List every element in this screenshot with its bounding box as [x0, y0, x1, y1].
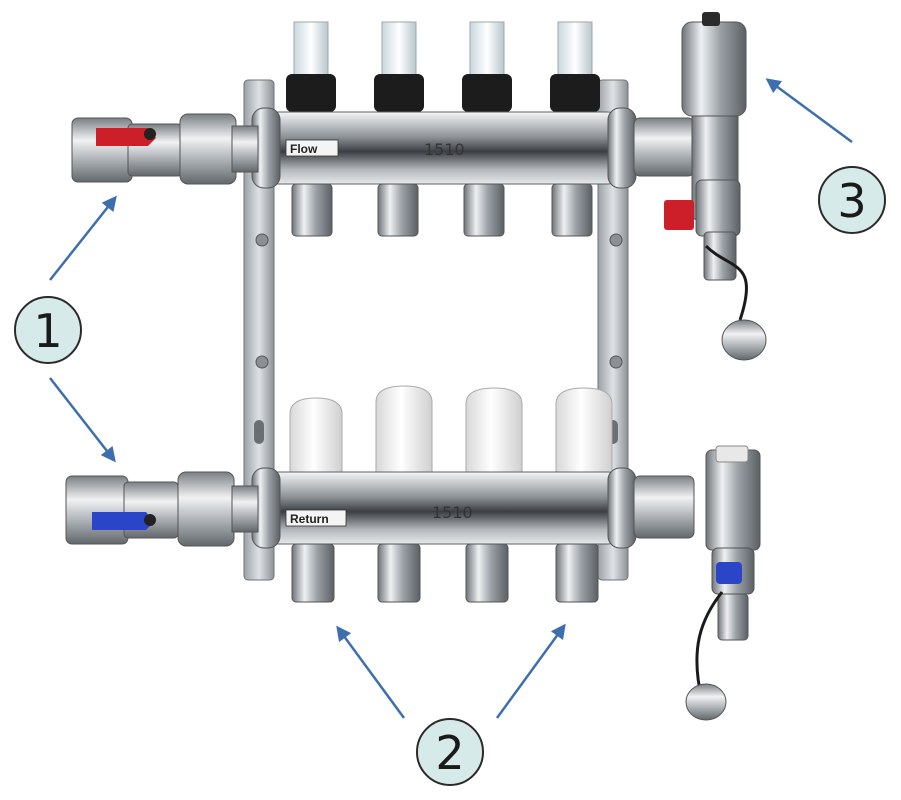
arrow-2-left	[336, 625, 406, 719]
drain-cap	[721, 319, 767, 361]
flow-label: Flow	[290, 142, 318, 156]
callout-2: 2	[416, 718, 484, 786]
return-manifold: Return 1510	[251, 385, 637, 603]
callout-arrows	[49, 78, 853, 719]
return-outlet	[555, 543, 599, 603]
flow-meter	[286, 21, 336, 112]
fill-drain-assembly	[633, 445, 761, 721]
callout-1: 1	[14, 296, 82, 364]
red-drain-handle-icon	[664, 200, 694, 230]
drain-cap	[685, 683, 727, 721]
model-number: 1510	[432, 503, 473, 522]
valve-cap	[555, 387, 613, 473]
arrow-1-bottom	[49, 377, 116, 463]
blue-valve-handle-icon	[92, 512, 154, 530]
flow-meter	[550, 21, 600, 112]
flow-outlet	[463, 183, 505, 237]
arrow-1-top	[49, 195, 117, 281]
model-number: 1510	[424, 140, 465, 159]
flow-meter	[374, 21, 424, 112]
return-ball-valve	[65, 471, 259, 547]
red-valve-handle-icon	[96, 128, 156, 146]
flow-outlet	[291, 183, 333, 237]
return-label: Return	[290, 512, 329, 526]
valve-cap	[289, 397, 343, 473]
valve-cap	[375, 385, 433, 473]
return-outlet	[465, 543, 509, 603]
air-vent	[681, 21, 747, 117]
callout-1-label: 1	[33, 304, 62, 358]
flow-meter	[462, 21, 512, 112]
blue-drain-handle-icon	[716, 562, 742, 584]
callout-3-label: 3	[837, 174, 866, 228]
flow-manifold: Flow 1510	[251, 21, 637, 237]
left-bracket	[243, 79, 275, 581]
flow-ball-valve	[71, 113, 259, 185]
return-outlet	[377, 543, 421, 603]
callout-2-label: 2	[435, 726, 464, 780]
arrow-2-right	[495, 623, 566, 719]
callout-3: 3	[818, 166, 886, 234]
air-vent-assembly	[633, 12, 767, 361]
arrow-3	[765, 78, 853, 144]
flow-outlet	[377, 183, 419, 237]
valve-cap	[465, 387, 523, 473]
return-outlet	[291, 543, 335, 603]
flow-outlet	[551, 183, 593, 237]
